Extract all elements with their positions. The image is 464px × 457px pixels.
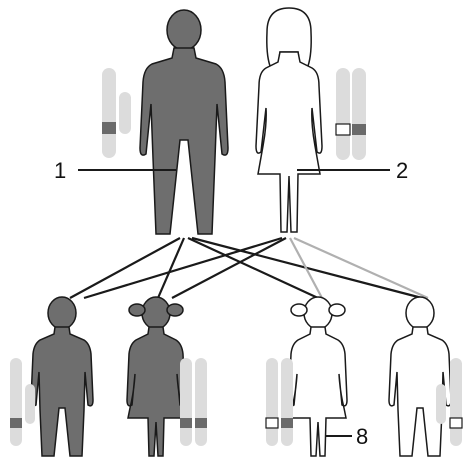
daughter-carrier-chromosomes [265,358,293,446]
line-mother-son2 [293,236,429,300]
inheritance-lines [69,236,429,300]
son-affected-figure [30,296,94,457]
son-unaffected-chromosomes [436,358,463,446]
daughter-carrier-figure [288,296,348,457]
line-father-daughter1 [156,237,186,299]
line-mother-son [83,236,283,300]
son-affected-chromosomes [10,358,35,446]
mother-figure [255,7,323,233]
line-father-son [69,237,181,299]
mother-label: 2 [396,158,408,183]
daughter-affected-chromosomes [180,358,207,446]
line-father-daughter2 [187,237,319,299]
mother-chromosomes [335,68,366,160]
line-mother-daughter2 [289,237,323,299]
son-unaffected-figure [388,296,452,457]
father-figure [139,9,229,235]
father-chromosomes [102,68,131,158]
father-label: 1 [54,158,66,183]
daughter-affected-figure [126,296,186,457]
daughter-carrier-label: 8 [356,424,368,449]
line-mother-daughter1 [171,237,287,299]
